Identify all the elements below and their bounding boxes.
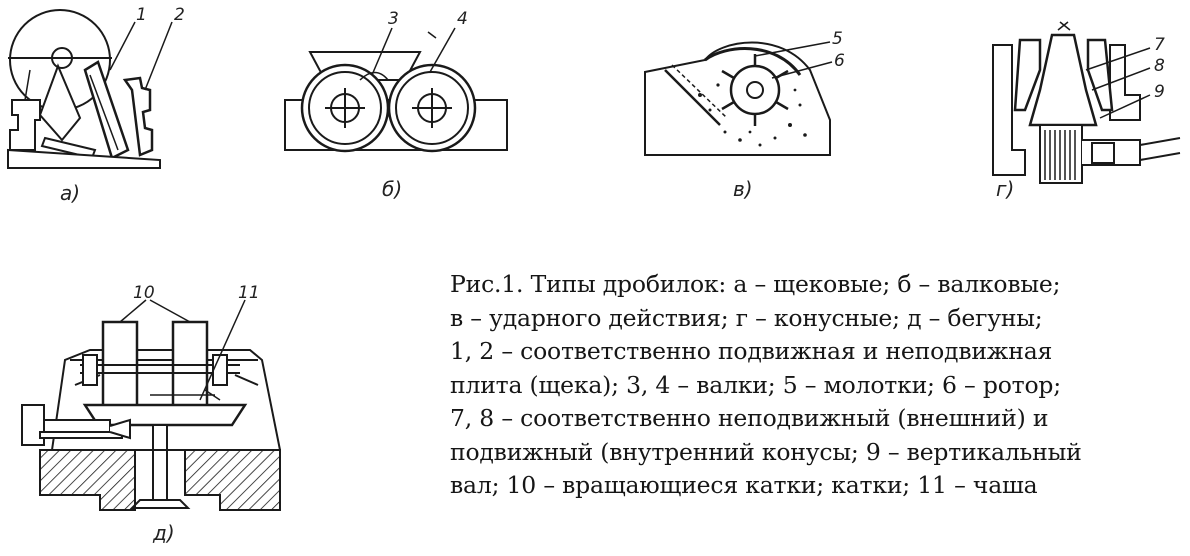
figure-label-v: в) [733, 177, 753, 201]
part-number-6: 6 [834, 51, 845, 71]
caption-line: плита (щека); 3, 4 – валки; 5 – молотки;… [450, 370, 1061, 399]
part-number-10: 10 [133, 283, 155, 303]
caption-line: подвижный (внутренний конусы; 9 – вертик… [450, 437, 1082, 466]
edge-runner-figure: 10 11 д) [15, 283, 315, 545]
crushed-material [698, 83, 807, 147]
roll-left [302, 65, 388, 151]
cone-crusher-figure: 7 8 9 г) [985, 20, 1190, 201]
part-number-4: 4 [457, 9, 468, 29]
bowl [85, 405, 245, 425]
foundation-right [185, 450, 280, 510]
roll-crusher-figure: 3 4 б) [270, 9, 510, 201]
part-number-2: 2 [174, 5, 185, 25]
caption-line: Рис.1. Типы дробилок: а – щековые; б – в… [450, 270, 1061, 298]
fixed-outer-cone [1015, 40, 1112, 110]
part-number-11: 11 [238, 283, 260, 303]
figure-label-g: г) [996, 177, 1014, 201]
figure-label-b: б) [382, 177, 402, 201]
figure-caption: Рис.1. Типы дробилок: а – щековые; б – в… [450, 268, 1185, 503]
pitman-arm [40, 66, 80, 140]
fixed-jaw-plate [125, 78, 152, 155]
part-number-9: 9 [1154, 82, 1165, 102]
center-shaft [153, 425, 167, 500]
part-number-8: 8 [1154, 56, 1165, 76]
jaw-crusher-figure: 1 2 а) [0, 5, 185, 205]
cone-crusher-housing [993, 45, 1025, 175]
impact-crusher-figure: 5 6 в) [630, 29, 845, 201]
rotor [731, 66, 779, 114]
figure-label-a: а) [60, 181, 80, 205]
part-number-1: 1 [136, 5, 147, 25]
foundation-left [40, 450, 135, 510]
drive-pulley [22, 405, 44, 445]
jaw-frame-base [10, 100, 40, 150]
caption-line: 7, 8 – соответственно неподвижный (внешн… [450, 404, 1049, 432]
hammers [722, 54, 788, 126]
figure-label-d: д) [152, 521, 175, 545]
part-number-7: 7 [1154, 35, 1165, 55]
caption-line: вал; 10 – вращающиеся катки; катки; 11 –… [450, 471, 1038, 499]
part-number-3: 3 [388, 9, 399, 29]
caption-line: в – ударного действия; г – конусные; д –… [450, 303, 1043, 332]
caption-line: 1, 2 – соответственно подвижная и неподв… [450, 337, 1053, 365]
movable-jaw-plate [85, 62, 128, 158]
roll-right [389, 65, 475, 151]
part-number-5: 5 [832, 29, 843, 49]
